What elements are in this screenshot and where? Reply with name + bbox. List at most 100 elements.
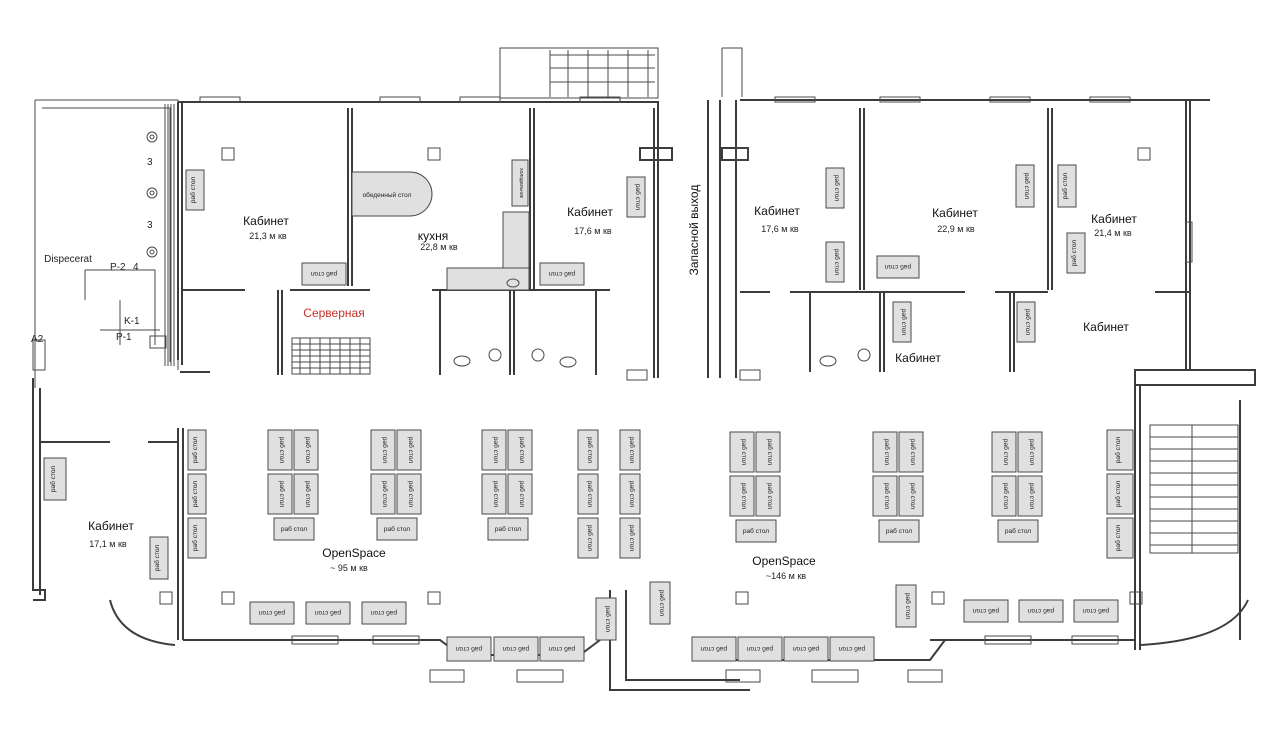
pipe-label: P-1 (116, 332, 132, 343)
pipe-label: 3 (147, 220, 153, 231)
desk-label: раб стол (371, 609, 397, 617)
desk-label: раб стол (281, 525, 307, 533)
desk-label: раб стол (833, 249, 841, 275)
desk-label: раб стол (191, 437, 199, 463)
desk-label: раб стол (1083, 607, 1109, 615)
desk-label: раб стол (766, 483, 774, 509)
desk-label: раб стол (315, 609, 341, 617)
desk-label: раб стол (1114, 525, 1122, 551)
desk-label: раб стол (839, 645, 865, 653)
desk-label: раб стол (1028, 483, 1036, 509)
desk-label: раб стол (885, 263, 911, 271)
desk-label: раб стол (701, 645, 727, 653)
desk-label: раб стол (883, 483, 891, 509)
desk-label: раб стол (973, 607, 999, 615)
room-name: Кабинет (88, 519, 134, 533)
pipe-labels: P-2 4 K-1 P-1 3 3 A2 (31, 157, 153, 345)
desk-label: раб стол (304, 481, 312, 507)
desk-label: раб стол (278, 481, 286, 507)
fridge-label: холодильник (518, 168, 524, 199)
desk-label: раб стол (740, 439, 748, 465)
desk-label: раб стол (492, 437, 500, 463)
desk-label: раб стол (628, 481, 636, 507)
desk-label: раб стол (492, 481, 500, 507)
desk-label: раб стол (1114, 437, 1122, 463)
desk-label: раб стол (259, 609, 285, 617)
pipe-label: P-2 (110, 262, 126, 273)
desk-label: раб стол (189, 177, 197, 203)
desks (43, 164, 1134, 662)
desk-label: раб стол (49, 466, 57, 492)
room-area: ~146 м кв (766, 571, 806, 581)
desk-row-top-left (185, 164, 1086, 343)
dining-table-label: обеденный стол (363, 191, 412, 199)
desk-label: раб стол (191, 525, 199, 551)
desk-label: раб стол (1070, 240, 1078, 266)
desk-label: раб стол (518, 481, 526, 507)
room-name: OpenSpace (752, 554, 816, 568)
pipe-label: 4 (133, 262, 139, 273)
desk-labels: раб стол раб стол раб стол раб стол раб … (49, 173, 1122, 653)
walls (32, 99, 1256, 691)
desk-label: раб стол (549, 270, 575, 278)
emergency-exit-label: Запасной выход (687, 185, 701, 276)
desk-label: раб стол (743, 527, 769, 535)
desk-label: раб стол (1061, 173, 1069, 199)
pipe-label: K-1 (124, 316, 140, 327)
windows (199, 96, 1131, 683)
desk-label: раб стол (586, 525, 594, 551)
desk-label: раб стол (833, 175, 841, 201)
desk-label: раб стол (909, 483, 917, 509)
desk-label: раб стол (628, 437, 636, 463)
desk-label: раб стол (1028, 607, 1054, 615)
desk-label: раб стол (604, 606, 612, 632)
desk-cluster-openspace-2 (729, 429, 1134, 559)
room-area: 22,9 м кв (937, 224, 975, 234)
desk-label: раб стол (278, 437, 286, 463)
room-area: 17,6 м кв (574, 226, 612, 236)
pipe-label: 3 (147, 157, 153, 168)
desk-label: раб стол (900, 309, 908, 335)
room-area: 17,1 м кв (89, 539, 127, 549)
desk-label: раб стол (407, 437, 415, 463)
room-name: Кабинет (932, 206, 978, 220)
desk-label: раб стол (495, 525, 521, 533)
columns (159, 147, 1151, 605)
desk-label: раб стол (909, 439, 917, 465)
desk-label: раб стол (747, 645, 773, 653)
server-room-label: Серверная (303, 306, 364, 320)
desk-label: раб стол (628, 525, 636, 551)
desk-label: раб стол (191, 481, 199, 507)
desk-label: раб стол (518, 437, 526, 463)
room-name: Кабинет (567, 205, 613, 219)
desk-label: раб стол (1028, 439, 1036, 465)
desk-label: раб стол (1005, 527, 1031, 535)
room-area: 17,6 м кв (761, 224, 799, 234)
desk-label: раб стол (766, 439, 774, 465)
staircase (1149, 424, 1239, 554)
room-name: Кабинет (1091, 212, 1137, 226)
desk-label: раб стол (456, 645, 482, 653)
dispatcher-label: Dispecerat (44, 254, 92, 265)
desk-row-bottom (249, 581, 1119, 662)
top-terrace (499, 47, 743, 99)
desk-label: раб стол (407, 481, 415, 507)
desk-label: раб стол (883, 439, 891, 465)
desk-label: раб стол (381, 437, 389, 463)
room-name: кухня (418, 229, 449, 243)
kitchen-fixtures (291, 159, 871, 375)
room-area: 22,8 м кв (420, 242, 458, 252)
small-office-label: Кабинет (895, 351, 941, 365)
desk-label: раб стол (1024, 309, 1032, 335)
desk-label: раб стол (904, 593, 912, 619)
room-area: 21,3 м кв (249, 231, 287, 241)
desk-label: раб стол (503, 645, 529, 653)
desk-label: раб стол (740, 483, 748, 509)
desk-label: раб стол (153, 545, 161, 571)
room-name: OpenSpace (322, 546, 386, 560)
desk-label: раб стол (304, 437, 312, 463)
desk-label: раб стол (1114, 481, 1122, 507)
room-area: 21,4 м кв (1094, 228, 1132, 238)
desk-label: раб стол (793, 645, 819, 653)
desk-label: раб стол (381, 481, 389, 507)
